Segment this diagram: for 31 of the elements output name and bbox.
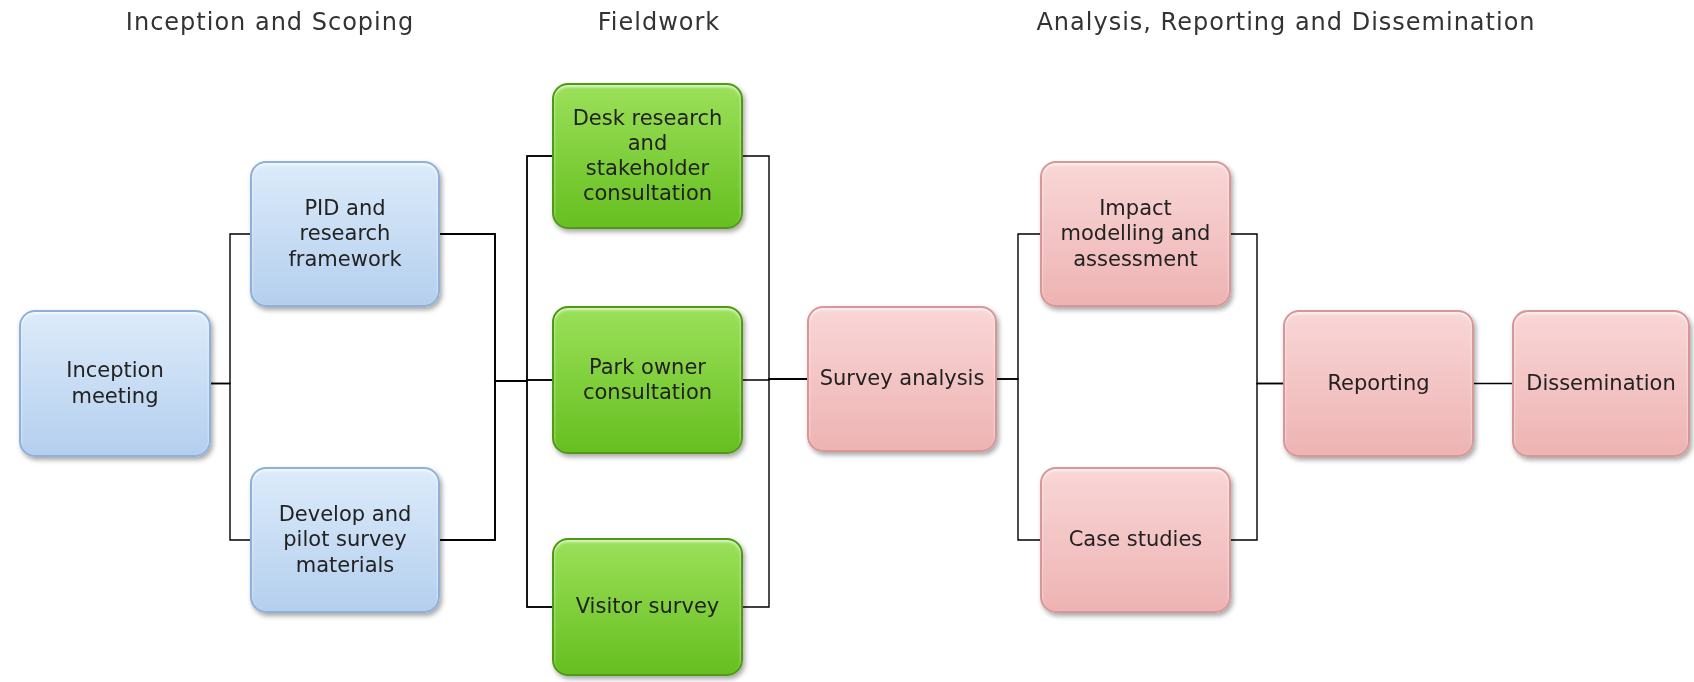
process-box [807,306,997,452]
box-label: Develop and pilot survey materials [277,502,413,578]
process-box [19,310,211,457]
process-box [250,467,440,613]
connector-line [742,378,808,608]
box-label: Case studies [1068,527,1203,553]
process-box [1040,161,1231,307]
box-label: Impact modelling and assessment [1059,196,1212,272]
process-box [1040,467,1231,613]
box-label: Inception meeting [65,358,165,409]
process-box [552,306,743,454]
connector-line [996,378,1041,541]
phase-heading: Inception and Scoping [125,8,415,36]
process-box [552,538,743,676]
box-label: Visitor survey [575,594,720,620]
connector-line [439,380,553,608]
connector-line [1473,382,1513,385]
process-box [1512,310,1690,457]
box-label: Park owner consultation [581,354,714,406]
box-label: PID and research framework [287,196,403,272]
phase-heading: Analysis, Reporting and Dissemination [1036,8,1536,36]
connector-line [1230,382,1284,541]
process-box [1283,310,1474,457]
box-label: Reporting [1327,370,1430,397]
phase-heading: Fieldwork [597,8,721,36]
box-label: Survey analysis [819,366,985,392]
box-label: Dissemination [1526,370,1676,397]
process-box [250,161,440,307]
process-box [552,83,743,229]
box-label: Desk research and stakeholder consultation [571,105,724,207]
connector-line [210,382,251,541]
